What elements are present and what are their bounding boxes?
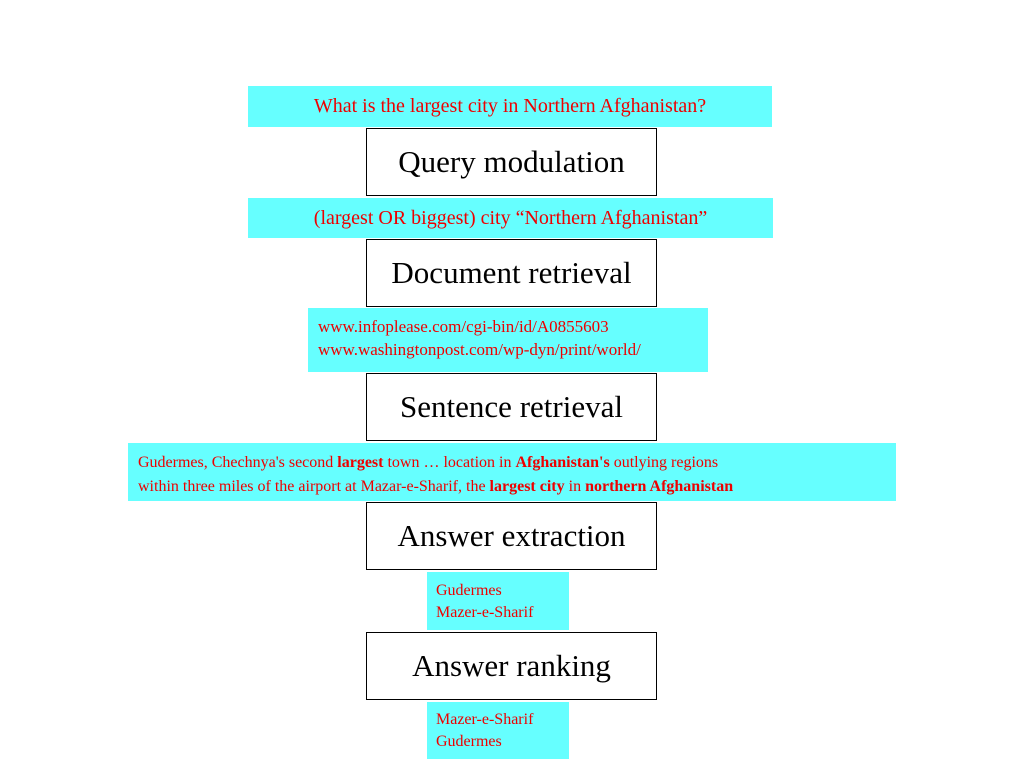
document-url: www.washingtonpost.com/wp-dyn/print/worl… bbox=[318, 340, 641, 359]
sentence-retrieval-label: Sentence retrieval bbox=[400, 389, 623, 424]
highlighted-term: largest bbox=[337, 454, 384, 471]
sentence-text: town … location in bbox=[383, 454, 516, 471]
sentences-box: Gudermes, Chechnya's second largest town… bbox=[128, 443, 896, 501]
sentence-retrieval-stage: Sentence retrieval bbox=[366, 373, 657, 441]
ranked-answers-box: Mazer-e-Sharif Gudermes bbox=[427, 702, 569, 759]
sentence-text: outlying regions bbox=[609, 454, 719, 471]
sentence-line: Gudermes, Chechnya's second largest town… bbox=[138, 451, 896, 475]
document-url: www.infoplease.com/cgi-bin/id/A0855603 bbox=[318, 317, 609, 336]
document-retrieval-label: Document retrieval bbox=[391, 255, 632, 290]
documents-box: www.infoplease.com/cgi-bin/id/A0855603 w… bbox=[308, 308, 708, 372]
highlighted-term: northern Afghanistan bbox=[585, 478, 734, 495]
sentence-text: Gudermes, Chechnya's second bbox=[138, 454, 338, 471]
ranked-answer: Mazer-e-Sharif bbox=[436, 711, 534, 728]
sentence-text: in bbox=[564, 478, 586, 495]
ranked-answer: Gudermes bbox=[436, 733, 502, 750]
extracted-answers-box: Gudermes Mazer-e-Sharif bbox=[427, 572, 569, 630]
modulated-query-text: (largest OR biggest) city “Northern Afgh… bbox=[313, 206, 708, 229]
highlighted-term: Afghanistan's bbox=[515, 454, 610, 471]
answer-extraction-stage: Answer extraction bbox=[366, 502, 657, 570]
question-box: What is the largest city in Northern Afg… bbox=[248, 86, 772, 127]
extracted-answer: Gudermes bbox=[436, 582, 502, 599]
sentence-text: within three miles of the airport at Maz… bbox=[138, 478, 490, 495]
sentence-line: within three miles of the airport at Maz… bbox=[138, 475, 896, 499]
answer-ranking-stage: Answer ranking bbox=[366, 632, 657, 700]
query-modulation-label: Query modulation bbox=[398, 144, 625, 179]
answer-extraction-label: Answer extraction bbox=[397, 518, 626, 553]
question-text: What is the largest city in Northern Afg… bbox=[313, 95, 707, 117]
modulated-query-box: (largest OR biggest) city “Northern Afgh… bbox=[248, 198, 773, 238]
query-modulation-stage: Query modulation bbox=[366, 128, 657, 196]
document-retrieval-stage: Document retrieval bbox=[366, 239, 657, 307]
highlighted-term: largest city bbox=[489, 478, 565, 495]
answer-ranking-label: Answer ranking bbox=[412, 648, 611, 683]
extracted-answer: Mazer-e-Sharif bbox=[436, 604, 534, 621]
